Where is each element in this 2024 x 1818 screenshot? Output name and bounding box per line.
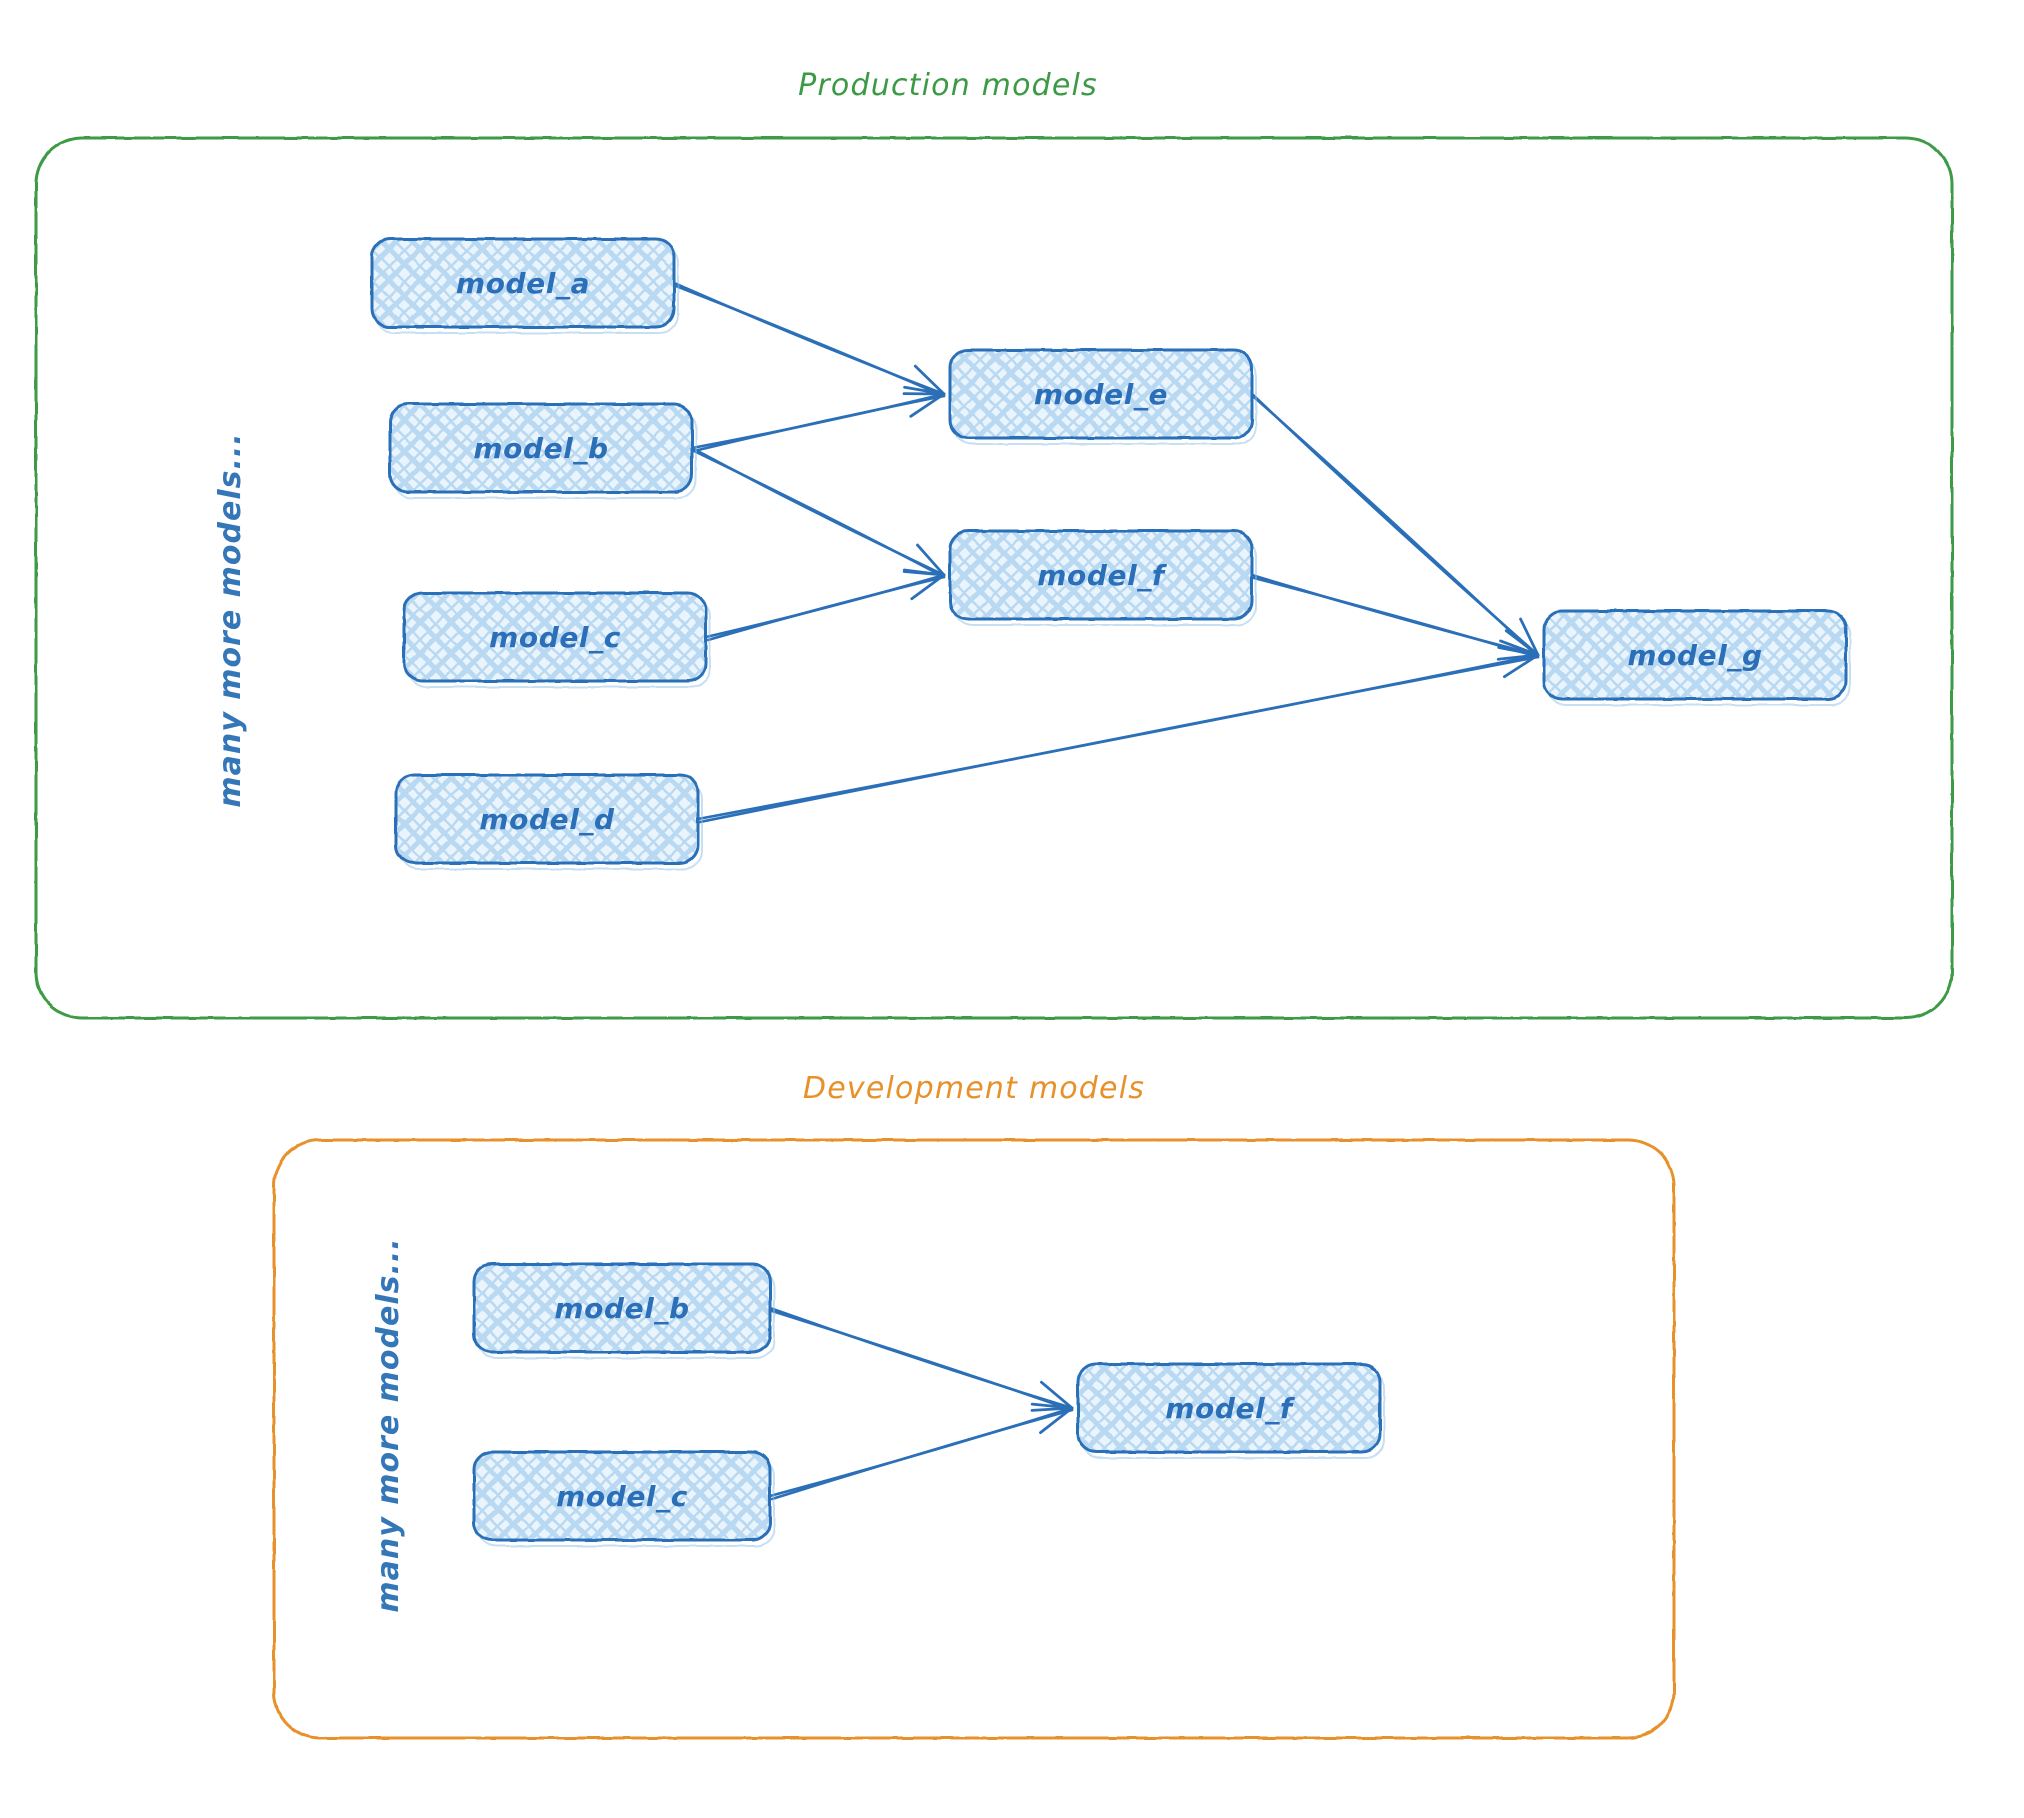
edge-model_e-to-model_g [1250,392,1540,659]
edge-dev_model_c-to-dev_model_f [768,1402,1074,1501]
node-label-model_f: model_f [1037,559,1168,592]
node-label-dev_model_c: model_c [556,1480,688,1513]
node-label-dev_model_f: model_f [1165,1392,1296,1425]
node-label-model_a: model_a [456,267,590,300]
node-label-model_e: model_e [1034,378,1168,411]
edge-model_a-to-model_e [672,281,946,398]
group-container-production [34,136,1954,1020]
node-label-model_b: model_b [473,432,608,465]
node-model_d[interactable]: model_d [394,773,703,870]
edge-dev_model_b-to-dev_model_f [768,1306,1074,1412]
edge-model_b-to-model_f [690,446,946,579]
edge-model_d-to-model_g [696,646,1540,824]
node-model_e[interactable]: model_e [948,348,1257,445]
node-label-model_c: model_c [489,621,621,654]
node-model_c[interactable]: model_c [402,591,711,688]
node-model_b[interactable]: model_b [388,402,697,499]
group-container-development [272,1138,1676,1740]
group-title-development: Development models [803,1071,1145,1106]
node-dev_model_f[interactable]: model_f [1076,1362,1385,1459]
node-model_f[interactable]: model_f [948,529,1257,626]
group-title-production: Production models [798,68,1098,103]
node-model_a[interactable]: model_a [370,237,679,334]
node-label-model_g: model_g [1627,639,1762,672]
edge-model_c-to-model_f [704,568,946,642]
side-label-production: many more models... [213,432,248,807]
node-dev_model_b[interactable]: model_b [472,1262,775,1359]
node-label-model_d: model_d [479,803,615,836]
node-label-dev_model_b: model_b [554,1292,689,1325]
side-label-development: many more models... [371,1237,406,1612]
node-model_g[interactable]: model_g [1542,609,1851,706]
edge-model_b-to-model_e [690,385,946,453]
edge-model_f-to-model_g [1250,573,1540,661]
node-dev_model_c[interactable]: model_c [472,1450,775,1547]
